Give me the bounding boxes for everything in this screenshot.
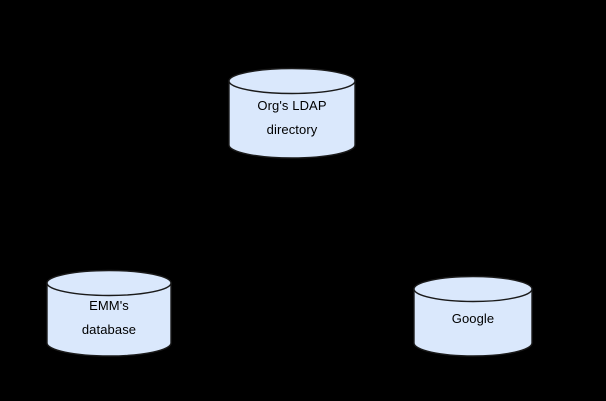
database-cylinder-icon: [228, 67, 356, 159]
database-cylinder-icon: [46, 269, 172, 357]
database-cylinder-icon: [413, 275, 533, 357]
node-org-ldap-directory[interactable]: Org's LDAP directory: [228, 67, 356, 159]
node-google[interactable]: Google: [413, 275, 533, 357]
node-emm-database[interactable]: EMM's database: [46, 269, 172, 357]
